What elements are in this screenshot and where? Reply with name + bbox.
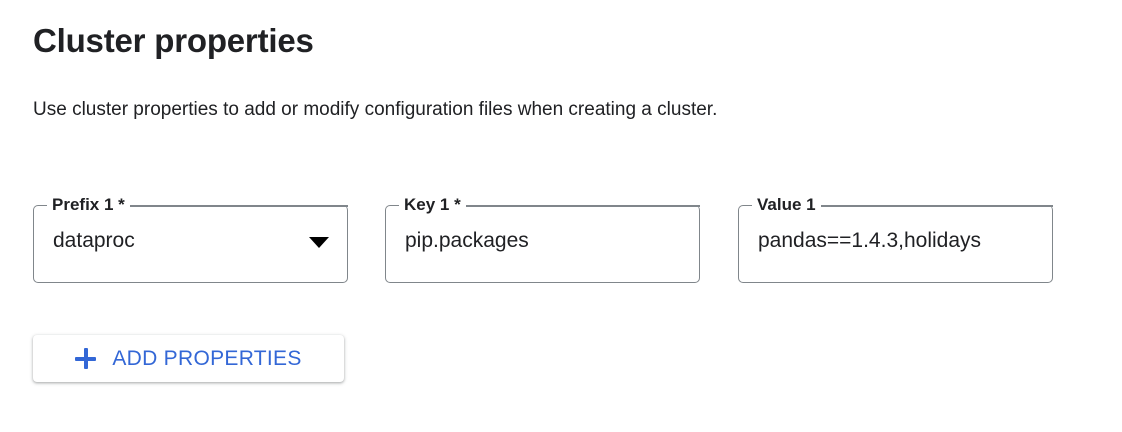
dropdown-arrow-icon[interactable] [309, 237, 329, 248]
key-field-label: Key 1 * [399, 195, 466, 215]
add-properties-button-label: ADD PROPERTIES [112, 346, 302, 370]
key-field[interactable]: Key 1 * pip.packages [385, 195, 700, 283]
plus-icon [75, 348, 97, 369]
prefix-field-value[interactable]: dataproc [53, 229, 135, 252]
value-field-value[interactable]: pandas==1.4.3,holidays [758, 229, 982, 252]
prefix-field-label: Prefix 1 * [47, 195, 130, 215]
page-title: Cluster properties [33, 22, 314, 59]
value-field[interactable]: Value 1 pandas==1.4.3,holidays [738, 195, 1053, 283]
key-field-value[interactable]: pip.packages [405, 229, 529, 252]
prefix-field[interactable]: Prefix 1 * dataproc [33, 195, 348, 283]
value-field-label: Value 1 [752, 195, 821, 215]
page-description: Use cluster properties to add or modify … [33, 99, 718, 120]
property-row: Prefix 1 * dataproc Key 1 * pip.packages… [33, 195, 1093, 285]
add-properties-button[interactable]: ADD PROPERTIES [33, 335, 344, 382]
